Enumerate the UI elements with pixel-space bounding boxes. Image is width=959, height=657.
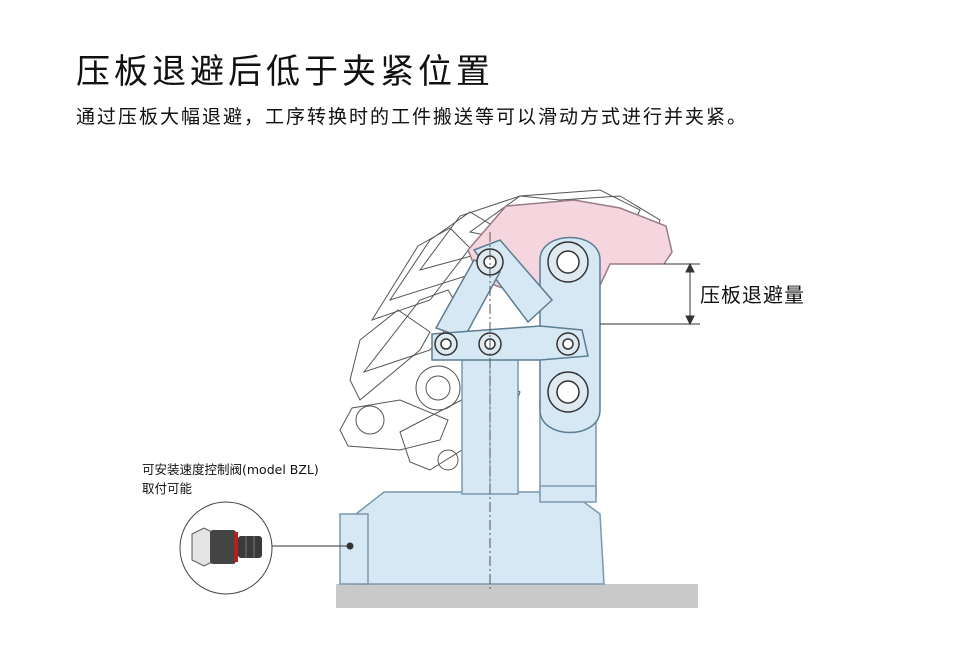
valve-note-line1: 可安装速度控制阀(model BZL) xyxy=(142,462,319,477)
valve-callout xyxy=(179,501,273,595)
valve-port-dot xyxy=(346,542,354,550)
page-title: 压板退避后低于夹紧位置 xyxy=(76,52,494,92)
horizontal-link xyxy=(431,325,589,361)
pivot-pins xyxy=(434,241,589,413)
valve-body xyxy=(210,530,236,564)
page-subtitle: 通过压板大幅退避，工序转换时的工件搬送等可以滑动方式进行并夹紧。 xyxy=(76,106,749,128)
valve-note-line2: 取付可能 xyxy=(142,481,193,496)
retract-amount-label: 压板退避量 xyxy=(700,283,805,307)
clamp-body xyxy=(355,491,605,585)
retract-dimension xyxy=(600,262,700,326)
side-port-block xyxy=(339,513,369,585)
base-plate xyxy=(336,584,698,608)
